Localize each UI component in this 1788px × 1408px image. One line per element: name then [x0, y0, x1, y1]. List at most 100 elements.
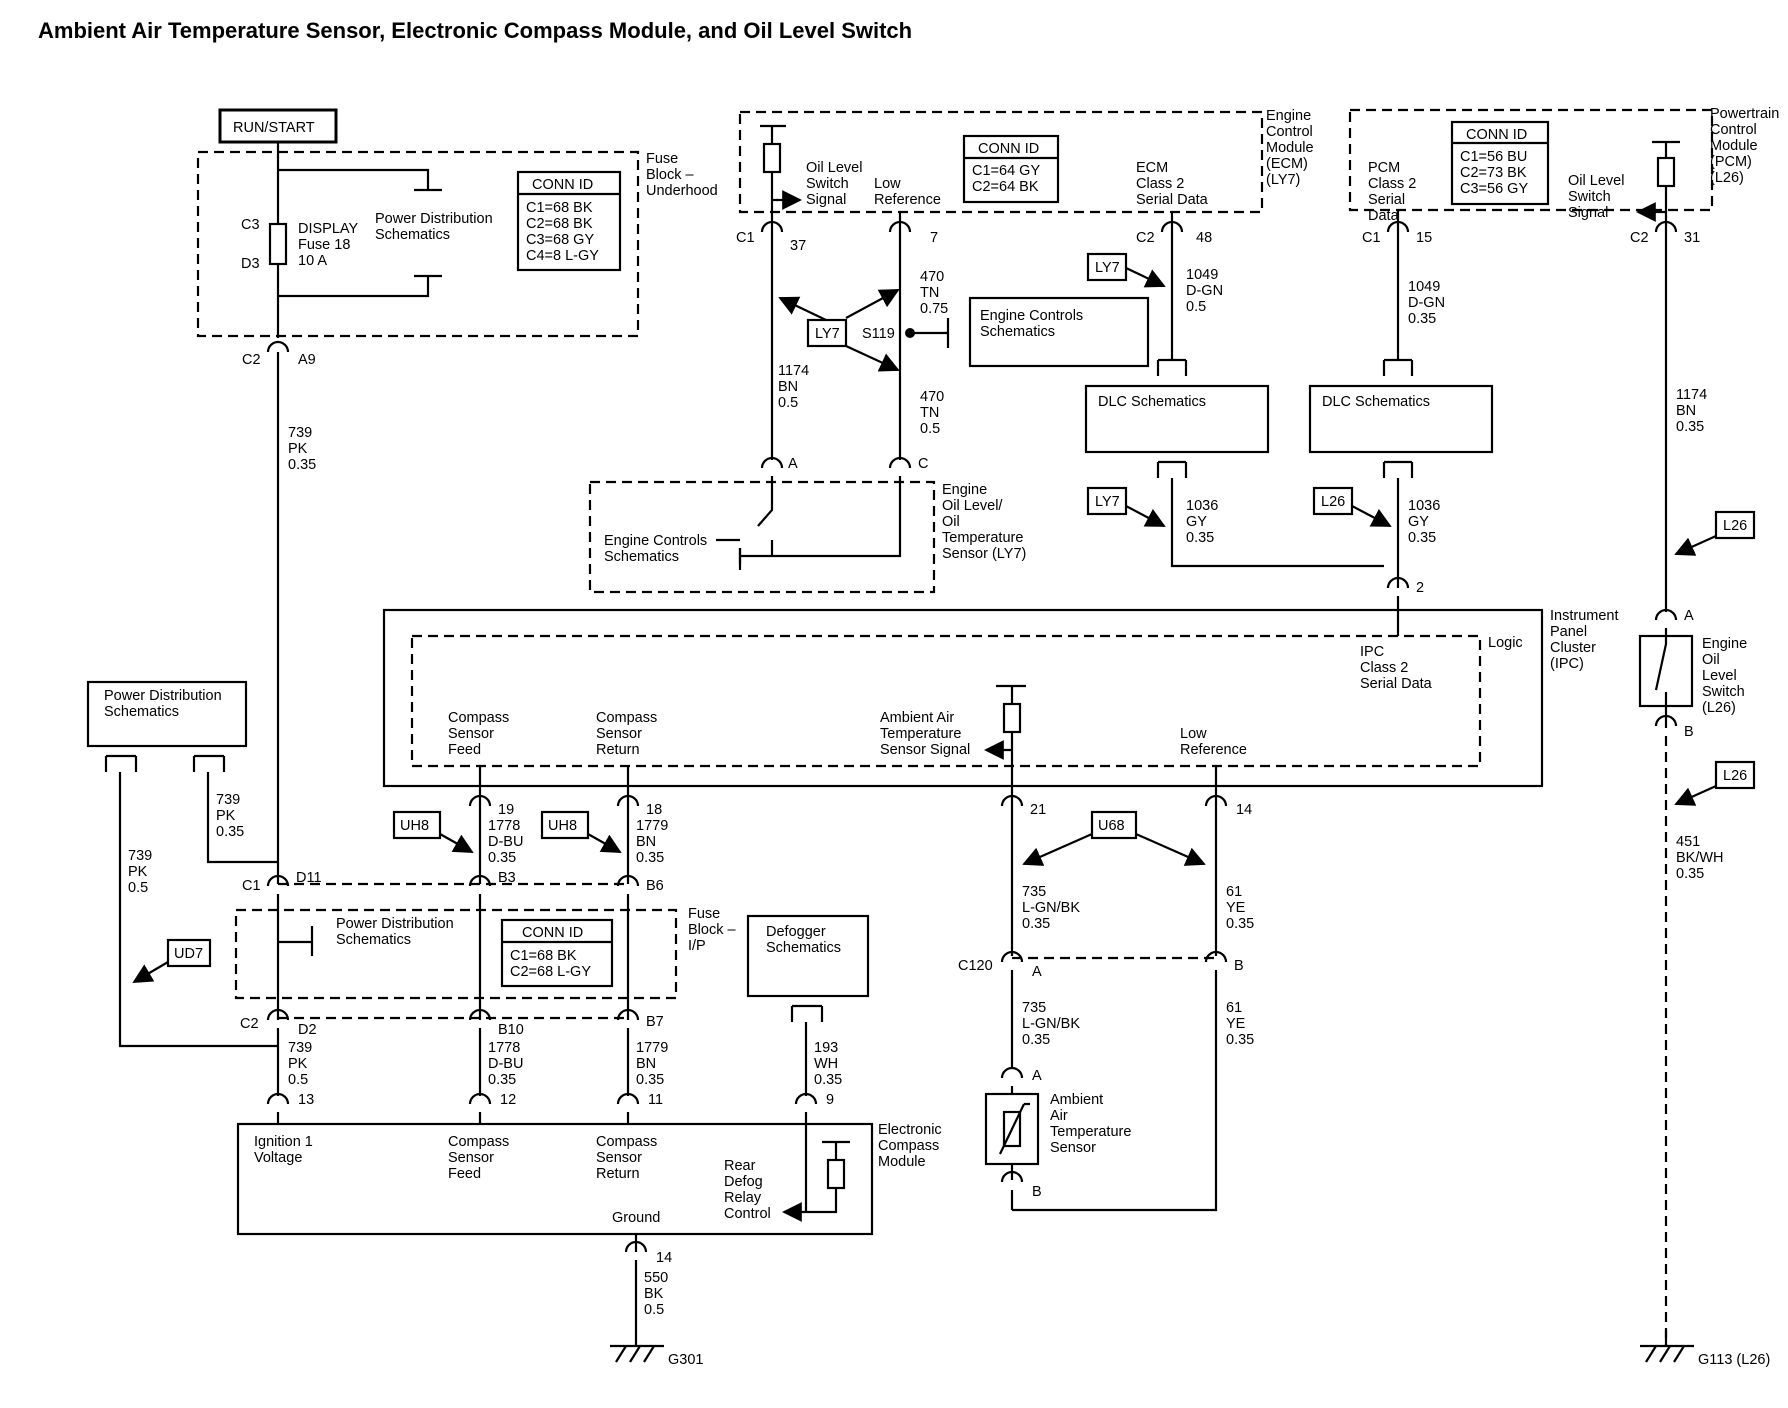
svg-text:(LY7): (LY7) [1266, 172, 1300, 188]
wire-470-label-top: 470 TN 0.75 [920, 269, 948, 317]
uh8-tag-1778 [392, 810, 442, 840]
wire-1174-label: 1174 BN 0.5 [778, 363, 809, 411]
svg-text:Ignition 1: Ignition 1 [254, 1134, 313, 1150]
wire-550-label: 550 BK 0.5 [644, 1270, 668, 1318]
svg-text:13: 13 [298, 1092, 314, 1108]
svg-text:9: 9 [826, 1092, 834, 1108]
svg-text:0.35: 0.35 [1408, 311, 1436, 327]
svg-text:Underhood: Underhood [646, 183, 718, 199]
svg-text:Oil Level: Oil Level [1568, 173, 1624, 189]
diagram-title: Ambient Air Temperature Sensor, Electron… [38, 18, 912, 43]
svg-text:DISPLAY: DISPLAY [298, 221, 359, 237]
svg-text:0.35: 0.35 [1022, 1032, 1050, 1048]
oil-sensor-ref-label: Engine Controls Schematics [604, 533, 707, 565]
pcm-pullup-resistor [1656, 156, 1676, 188]
wire-1036-pcm-label: 1036 GY 0.35 [1408, 498, 1440, 546]
svg-text:550: 550 [644, 1270, 668, 1286]
svg-text:Sensor: Sensor [448, 726, 494, 742]
svg-text:BK: BK [644, 1286, 664, 1302]
svg-text:Block –: Block – [646, 167, 694, 183]
svg-text:UH8: UH8 [548, 818, 577, 834]
svg-text:Low: Low [1180, 726, 1207, 742]
svg-text:(L26): (L26) [1702, 700, 1736, 716]
pcm-oil-signal-label: Oil Level Switch Signal [1568, 173, 1624, 221]
ground-g301-symbol [610, 1344, 664, 1363]
svg-text:Class 2: Class 2 [1136, 176, 1184, 192]
svg-text:ECM: ECM [1136, 160, 1168, 176]
svg-text:Compass: Compass [878, 1138, 939, 1154]
engine-controls-ref-box [968, 296, 1150, 368]
svg-text:0.5: 0.5 [128, 880, 148, 896]
dlc-schematics-ecm [1084, 384, 1270, 454]
svg-text:470: 470 [920, 389, 944, 405]
svg-text:BN: BN [636, 834, 656, 850]
defogger-schematics-ref [746, 914, 870, 998]
svg-text:WH: WH [814, 1056, 838, 1072]
svg-text:1049: 1049 [1408, 279, 1440, 295]
svg-text:L26: L26 [1723, 768, 1747, 784]
svg-text:Power Distribution: Power Distribution [104, 688, 222, 704]
wire-193-label: 193 WH 0.35 [814, 1040, 842, 1088]
svg-text:1036: 1036 [1408, 498, 1440, 514]
ecm-class2-label: ECM Class 2 Serial Data [1136, 160, 1209, 208]
svg-text:CONN ID: CONN ID [978, 141, 1039, 157]
pcm-module [1348, 108, 1714, 212]
l26-tag-oil-switch [1714, 510, 1756, 540]
uh8-tag-1779 [540, 810, 590, 840]
conn-id-box-ecm [962, 134, 1060, 204]
svg-text:0.35: 0.35 [814, 1072, 842, 1088]
svg-text:Schematics: Schematics [766, 940, 841, 956]
compass-return-label: Compass Sensor Return [596, 1134, 657, 1182]
svg-text:739: 739 [216, 792, 240, 808]
svg-text:Schematics: Schematics [336, 932, 411, 948]
svg-text:B7: B7 [646, 1014, 664, 1030]
svg-text:37: 37 [790, 238, 806, 254]
svg-text:0.35: 0.35 [1226, 916, 1254, 932]
svg-text:Power Distribution: Power Distribution [375, 211, 493, 227]
svg-text:Voltage: Voltage [254, 1150, 302, 1166]
svg-text:UH8: UH8 [400, 818, 429, 834]
fuse-block-ip [234, 908, 678, 1000]
wire-739-l-label: 739 PK 0.35 [216, 792, 244, 840]
svg-text:YE: YE [1226, 1016, 1246, 1032]
l26-tag-451 [1714, 760, 1756, 790]
svg-text:Ambient: Ambient [1050, 1092, 1103, 1108]
svg-text:A9: A9 [298, 352, 316, 368]
svg-text:11: 11 [648, 1092, 663, 1108]
svg-text:C3=68 GY: C3=68 GY [526, 232, 594, 248]
wire-739-b-label: 739 PK 0.5 [288, 1040, 312, 1088]
svg-text:Reference: Reference [1180, 742, 1247, 758]
svg-text:PK: PK [128, 864, 148, 880]
fuse-d3-label: D3 [241, 256, 260, 272]
svg-text:48: 48 [1196, 230, 1212, 246]
svg-text:A: A [1684, 608, 1694, 624]
svg-text:1049: 1049 [1186, 267, 1218, 283]
connector-c120-a [1000, 950, 1024, 963]
svg-text:Switch: Switch [806, 176, 849, 192]
svg-text:C4=8 L-GY: C4=8 L-GY [526, 248, 599, 264]
wire-1778b-label: 1778 D-BU 0.35 [488, 1040, 523, 1088]
svg-text:18: 18 [646, 802, 662, 818]
svg-text:Electronic: Electronic [878, 1122, 942, 1138]
svg-text:Cluster: Cluster [1550, 640, 1596, 656]
svg-text:Data: Data [1368, 208, 1400, 224]
connector-c120-b [1204, 950, 1228, 963]
wire-61b-label: 61 YE 0.35 [1226, 1000, 1254, 1048]
connector-ecm-13 [266, 1092, 290, 1105]
u68-tag [1090, 810, 1138, 840]
engine-controls-ref-label: Engine Controls Schematics [980, 308, 1083, 340]
wire-735b-label: 735 L-GN/BK 0.35 [1022, 1000, 1080, 1048]
svg-text:470: 470 [920, 269, 944, 285]
connector-ecm-11 [616, 1092, 640, 1105]
svg-text:0.35: 0.35 [636, 1072, 664, 1088]
connector-aat-b [1000, 1170, 1024, 1183]
connector-fbip-b6 [616, 874, 640, 887]
defogger-label: Defogger Schematics [766, 924, 841, 956]
connector-ipc-19 [468, 794, 492, 807]
svg-text:Signal: Signal [1568, 205, 1608, 221]
svg-text:0.35: 0.35 [1408, 530, 1436, 546]
svg-text:Engine: Engine [942, 482, 987, 498]
svg-text:Low: Low [874, 176, 901, 192]
ecm-pullup-resistor [762, 142, 782, 174]
